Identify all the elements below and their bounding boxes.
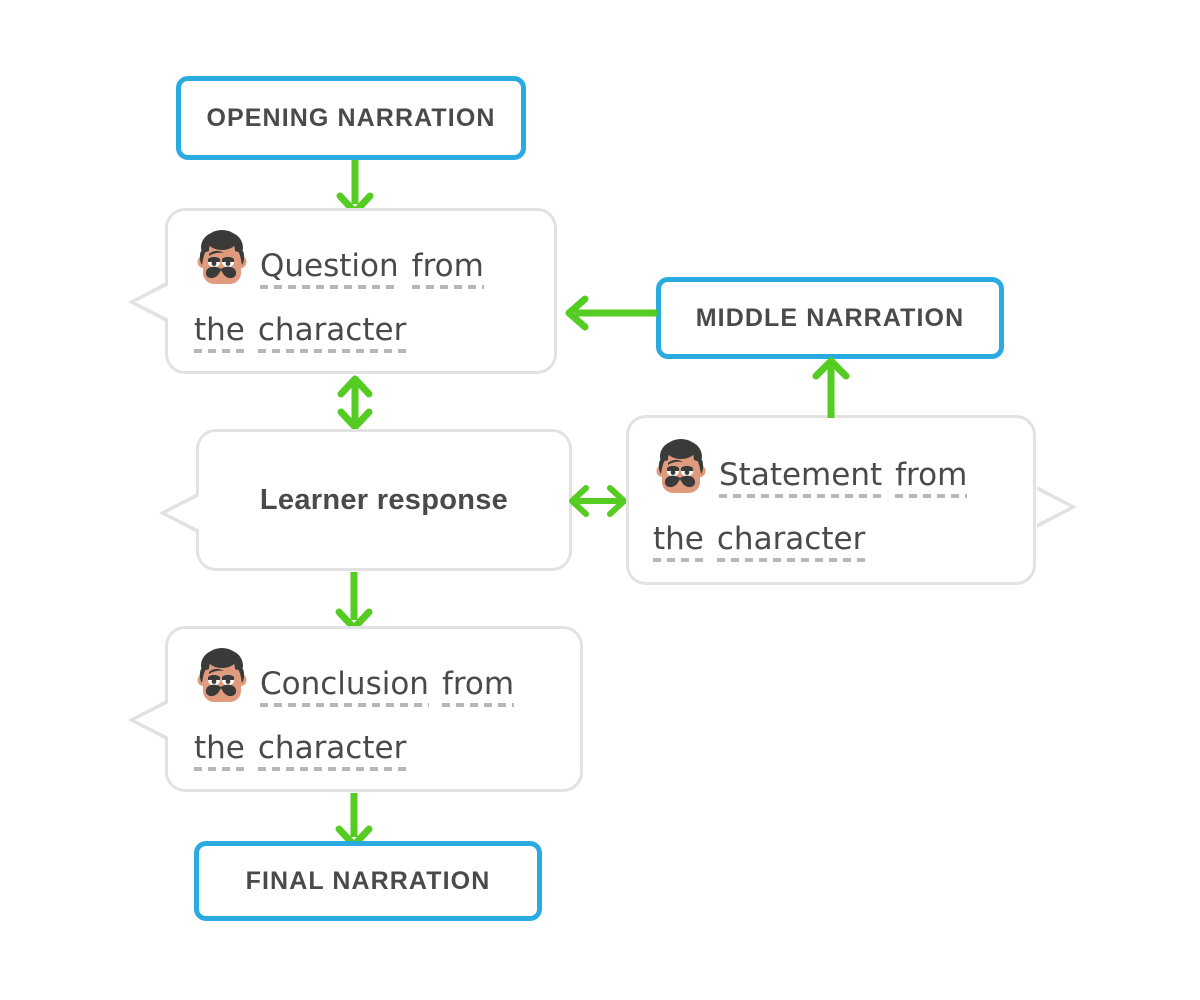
character-avatar-icon: [194, 647, 250, 705]
node-statement-bubble[interactable]: Statement from the character: [626, 415, 1077, 585]
conclusion-bubble-line-1: Conclusion from: [194, 647, 580, 707]
middle-narration-label: MIDDLE NARRATION: [695, 303, 965, 332]
node-final-narration[interactable]: FINAL NARRATION: [194, 841, 542, 921]
arrow-question-to-learner: [333, 375, 377, 431]
conclusion-word-1: Conclusion: [260, 669, 429, 707]
node-question-bubble[interactable]: Question from the character: [128, 208, 557, 374]
opening-narration-label: OPENING NARRATION: [206, 103, 496, 132]
statement-bubble-line-2: the character: [653, 524, 1033, 562]
question-word-1: Question: [260, 251, 399, 289]
arrow-middle-to-question: [561, 292, 657, 334]
question-word-4: character: [257, 315, 407, 353]
node-middle-narration[interactable]: MIDDLE NARRATION: [656, 277, 1004, 359]
arrow-statement-to-learner: [566, 480, 630, 522]
node-conclusion-bubble[interactable]: Conclusion from the character: [128, 626, 583, 792]
conclusion-word-4: character: [257, 733, 407, 771]
node-opening-narration[interactable]: OPENING NARRATION: [176, 76, 526, 160]
arrow-learner-to-conclusion: [333, 572, 375, 632]
question-word-3: the: [194, 315, 245, 353]
character-avatar-icon: [653, 438, 709, 496]
question-word-2: from: [411, 251, 484, 289]
node-learner-response[interactable]: Learner response: [159, 429, 572, 571]
statement-bubble-line-1: Statement from: [653, 438, 1033, 498]
conclusion-bubble-line-2: the character: [194, 733, 580, 771]
statement-word-1: Statement: [719, 460, 883, 498]
final-narration-label: FINAL NARRATION: [245, 866, 491, 895]
conclusion-word-3: the: [194, 733, 245, 771]
character-avatar-icon: [194, 229, 250, 287]
question-bubble-line-2: the character: [194, 315, 554, 353]
statement-word-4: character: [716, 524, 866, 562]
statement-word-3: the: [653, 524, 704, 562]
conclusion-word-2: from: [441, 669, 515, 707]
statement-word-2: from: [895, 460, 968, 498]
learner-response-label: Learner response: [259, 483, 509, 516]
arrow-statement-to-middle: [810, 356, 852, 418]
question-bubble-line-1: Question from: [194, 229, 554, 289]
